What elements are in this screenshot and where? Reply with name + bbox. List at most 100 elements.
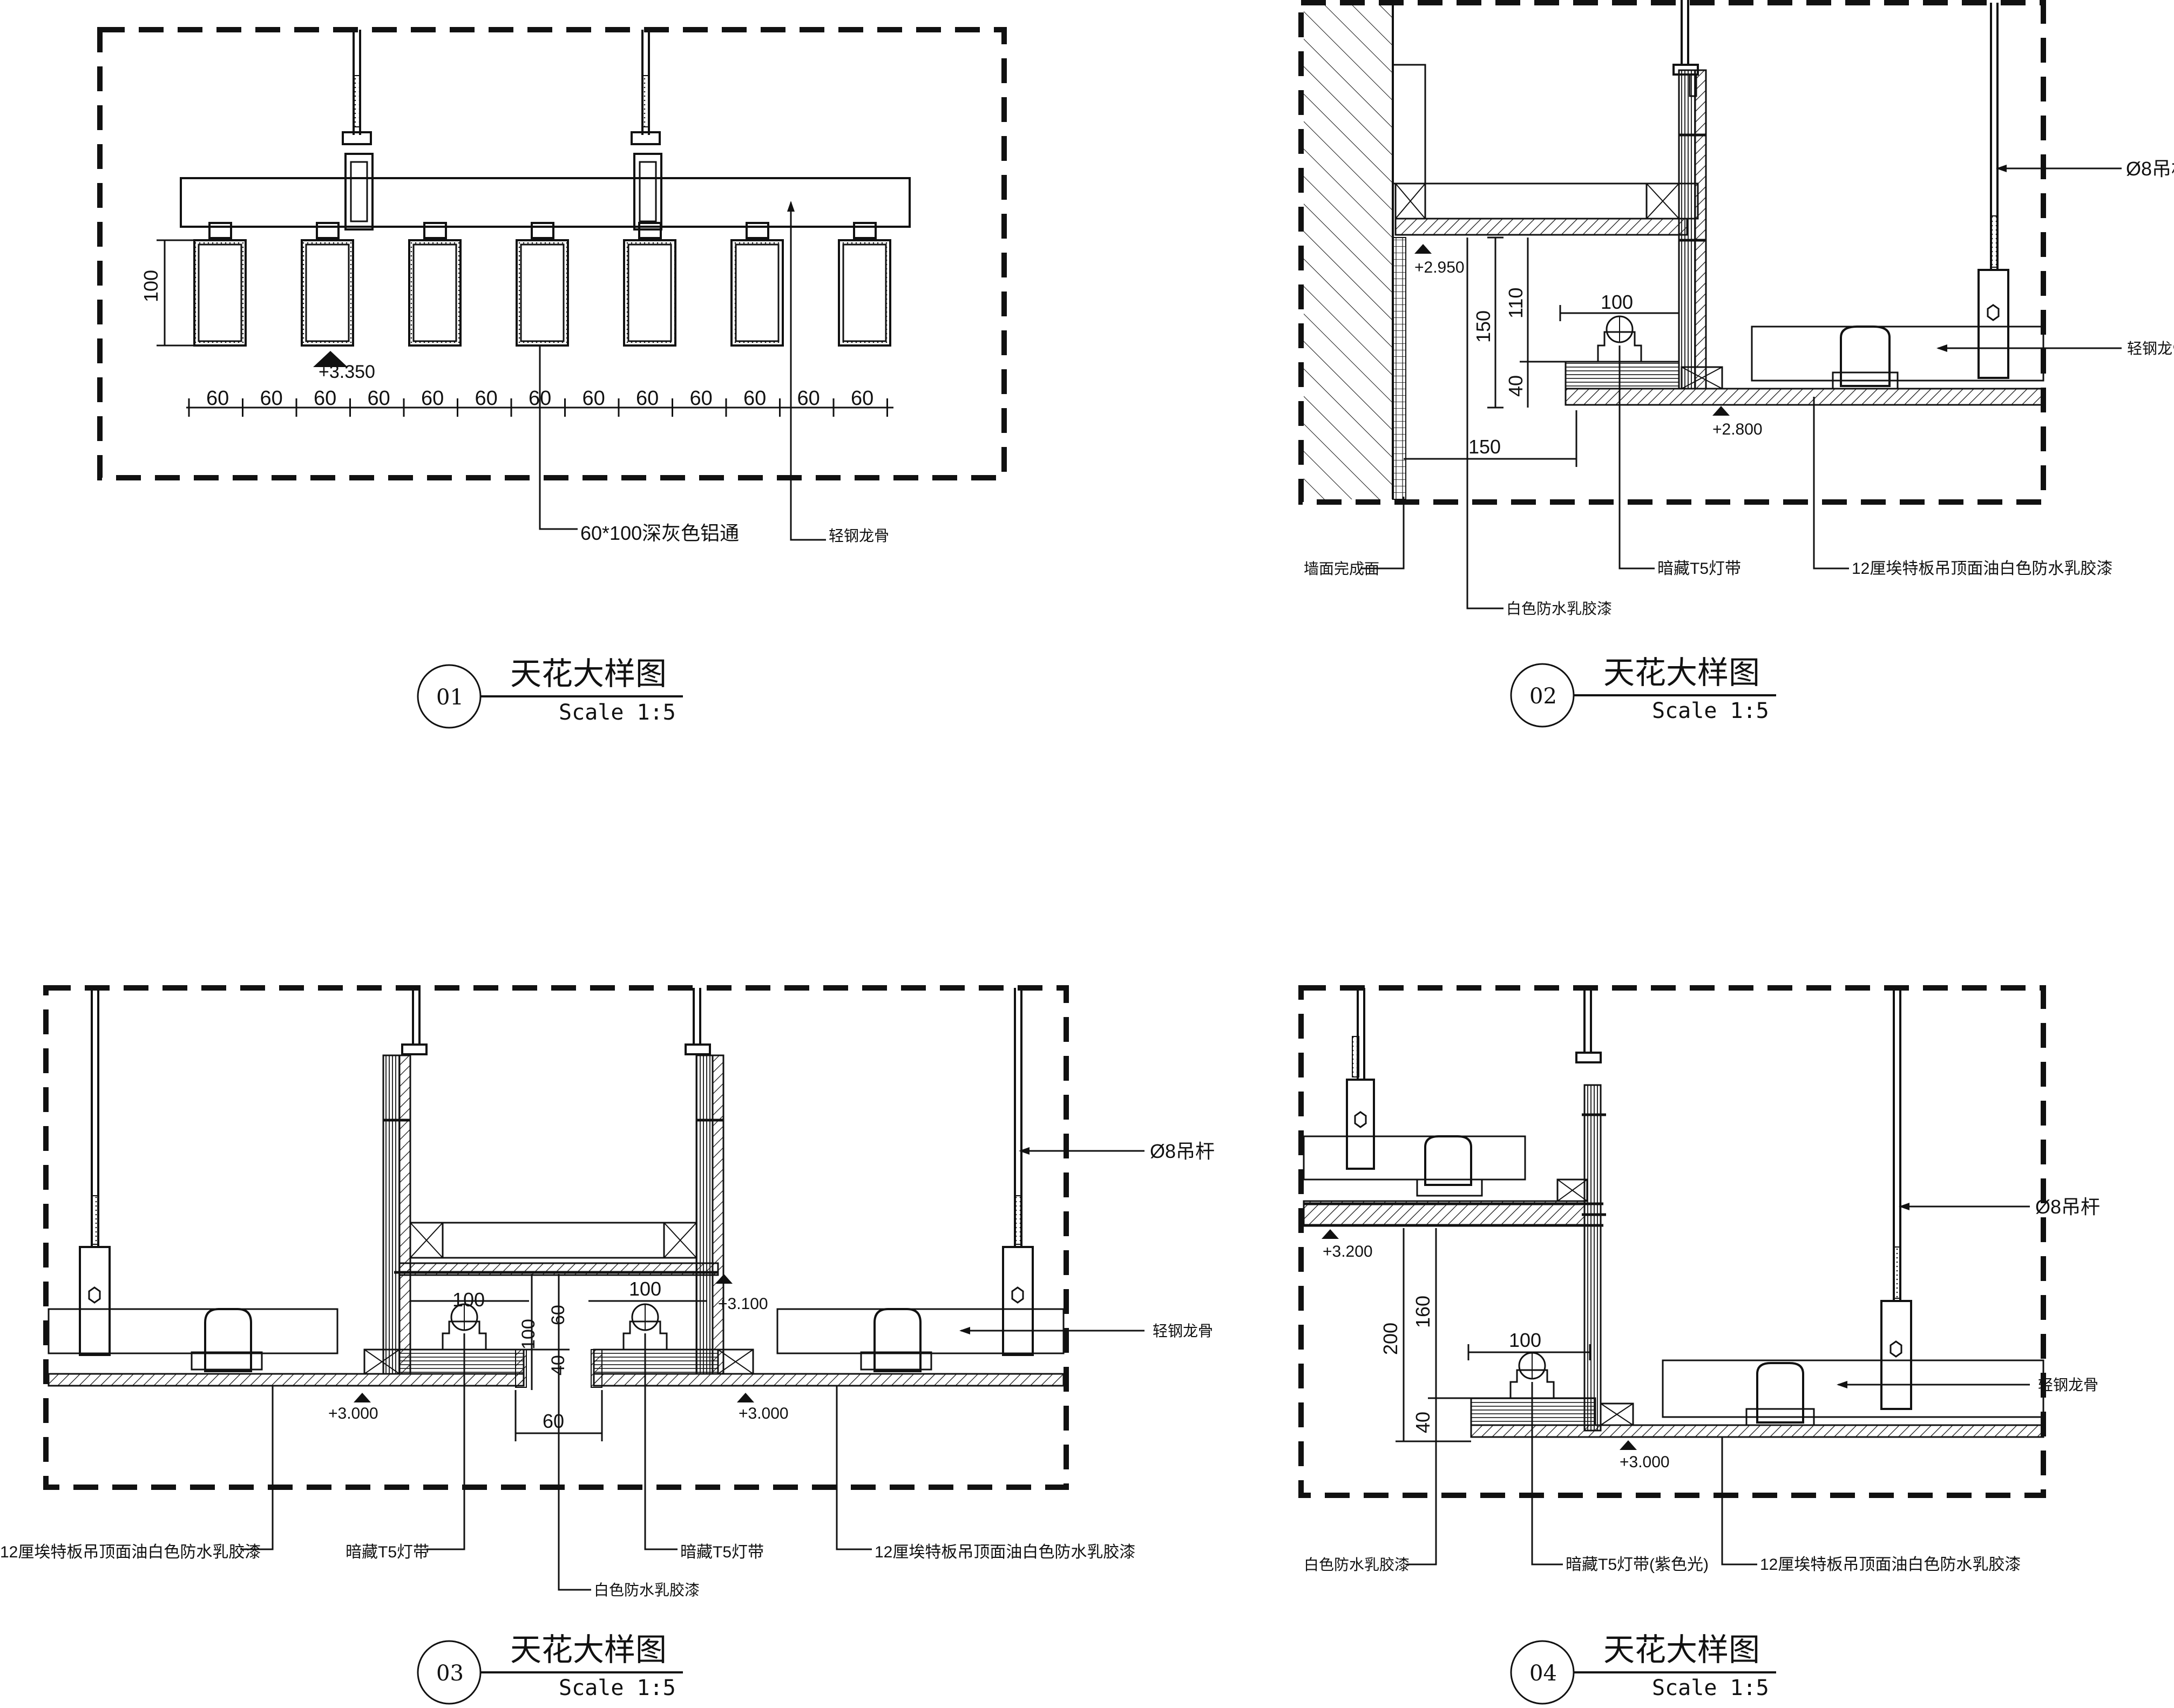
detail-scale: Scale 1:5: [559, 1676, 676, 1700]
dim-label: 60: [690, 387, 713, 410]
hanger-rod: [631, 30, 662, 231]
t5-light-fixture: [1597, 315, 1642, 363]
aluminium-tube: [408, 222, 462, 347]
detail-scale: Scale 1:5: [1652, 1676, 1769, 1700]
dim-label: 60: [797, 387, 820, 410]
detail-scale: Scale 1:5: [1652, 699, 1769, 723]
aluminium-tube-row: [193, 222, 891, 347]
aluminium-tube: [516, 222, 569, 347]
dim-label: 110: [1505, 288, 1527, 318]
note-t5-strip-right: 暗藏T5灯带: [680, 1543, 764, 1561]
dim-label: 60: [314, 387, 336, 410]
detail-boundary: [97, 27, 1007, 480]
dim-label: 100: [452, 1289, 485, 1311]
dimension-vertical: 150 110 40: [1472, 236, 1566, 409]
note-board-finish-right: 12厘埃特板吊顶面油白色防水乳胶漆: [875, 1543, 1135, 1561]
dim-label: 60: [583, 387, 605, 410]
note-steel-keel: 轻钢龙骨: [1153, 1323, 1213, 1339]
detail-boundary: [1298, 985, 2046, 1498]
dim-label: 60: [636, 387, 659, 410]
ceiling-board-left: [48, 1373, 525, 1387]
dim-label: 40: [548, 1355, 568, 1375]
level-marker: +2.950: [1414, 244, 1465, 276]
detail-title: 天花大样图: [510, 1631, 667, 1668]
detail-number: 01: [436, 685, 464, 710]
aluminium-tube: [623, 222, 676, 347]
dim-label: 100: [1601, 291, 1633, 313]
aluminium-tube: [730, 222, 784, 347]
upper-board: [1394, 218, 1688, 236]
dim-label: 160: [1412, 1296, 1434, 1328]
wall-finish-layer: [1392, 237, 1406, 500]
dim-label: 100: [518, 1319, 539, 1350]
level-label: +3.200: [1323, 1243, 1373, 1260]
detail-number: 03: [436, 1661, 464, 1686]
title-block: 01 天花大样图 Scale 1:5: [417, 655, 683, 729]
level-label: +3.100: [718, 1295, 768, 1313]
note-t5-strip: 暗藏T5灯带: [1657, 560, 1741, 578]
dim-label: 40: [1412, 1412, 1434, 1433]
dim-label: 100: [1509, 1329, 1541, 1351]
note-aluminium-tube: 60*100深灰色铝通: [580, 522, 739, 544]
level-label: +3.350: [319, 362, 375, 382]
note-t5-strip: 暗藏T5灯带(紫色光): [1566, 1556, 1709, 1574]
level-label: +2.800: [1712, 421, 1763, 438]
title-block: 02 天花大样图 Scale 1:5: [1510, 654, 1776, 728]
note-steel-keel: 轻钢龙骨: [829, 527, 889, 544]
level-marker: +3.000: [328, 1393, 378, 1422]
note-hanger-rod: Ø8吊杆: [1150, 1140, 1215, 1162]
dim-label: 60: [743, 387, 766, 410]
detail-scale: Scale 1:5: [559, 700, 676, 725]
note-t5-strip-left: 暗藏T5灯带: [346, 1543, 429, 1561]
note-board-finish: 12厘埃特板吊顶面油白色防水乳胶漆: [1852, 560, 2112, 578]
lower-board: [1565, 388, 2044, 406]
lower-board: [1470, 1424, 2044, 1438]
panel-04: 100 200 160 40 +3.200 +3.000 Ø8吊杆 轻钢龙骨 白…: [1298, 985, 2100, 1705]
steel-keel-beam: [180, 177, 911, 228]
t5-light-fixture: [442, 1303, 487, 1351]
note-hanger-rod: Ø8吊杆: [2126, 158, 2174, 180]
dim-label: 60: [851, 387, 873, 410]
dim-label: 60: [543, 1410, 564, 1432]
dimension-horizontal: 100 150: [1404, 291, 1680, 467]
dim-label: 60: [368, 387, 390, 410]
panel-02: 150 110 40 100 150 +2.950 +2.800 Ø8吊杆: [1298, 0, 2174, 728]
dim-label: 40: [1505, 375, 1527, 397]
note-board-finish-left: 12厘埃特板吊顶面油白色防水乳胶漆: [0, 1543, 261, 1561]
detail-title: 天花大样图: [1603, 654, 1760, 691]
level-label: +3.000: [328, 1405, 378, 1422]
level-marker: +3.350: [313, 351, 375, 382]
t5-light-fixture: [622, 1303, 668, 1351]
detail-title: 天花大样图: [510, 655, 667, 692]
dim-label: 150: [1468, 436, 1501, 458]
dim-label: 60: [475, 387, 498, 410]
note-steel-keel: 轻钢龙骨: [2038, 1377, 2098, 1393]
dim-label: 150: [1472, 310, 1494, 343]
detail-number: 02: [1529, 684, 1557, 709]
aluminium-tube: [838, 222, 891, 347]
detail-boundary: [1298, 0, 2046, 505]
aluminium-tube: [301, 222, 354, 347]
level-marker: +3.100: [715, 1274, 768, 1313]
note-white-paint: 白色防水乳胶漆: [1506, 600, 1612, 617]
dim-label: 100: [140, 270, 162, 302]
level-marker: +3.000: [737, 1393, 789, 1422]
dim-label: 60: [206, 387, 229, 410]
level-label: +2.950: [1414, 259, 1465, 276]
level-marker: +2.800: [1712, 406, 1763, 438]
detail-boundary: [43, 985, 1069, 1490]
detail-number: 04: [1529, 1661, 1557, 1686]
note-hanger-rod: Ø8吊杆: [2035, 1196, 2100, 1218]
note-white-paint: 白色防水乳胶漆: [594, 1582, 700, 1598]
level-marker: +3.000: [1620, 1440, 1670, 1471]
dim-label: 60: [260, 387, 283, 410]
panel-03: 100 100 60 100 40 60 +3.100 +3.000 +3.00…: [0, 985, 1215, 1705]
dim-label: 60: [421, 387, 444, 410]
dimension-height: 100: [140, 239, 194, 347]
level-label: +3.000: [739, 1405, 789, 1422]
title-block: 04 天花大样图 Scale 1:5: [1510, 1631, 1776, 1705]
aluminium-tube: [193, 222, 247, 347]
